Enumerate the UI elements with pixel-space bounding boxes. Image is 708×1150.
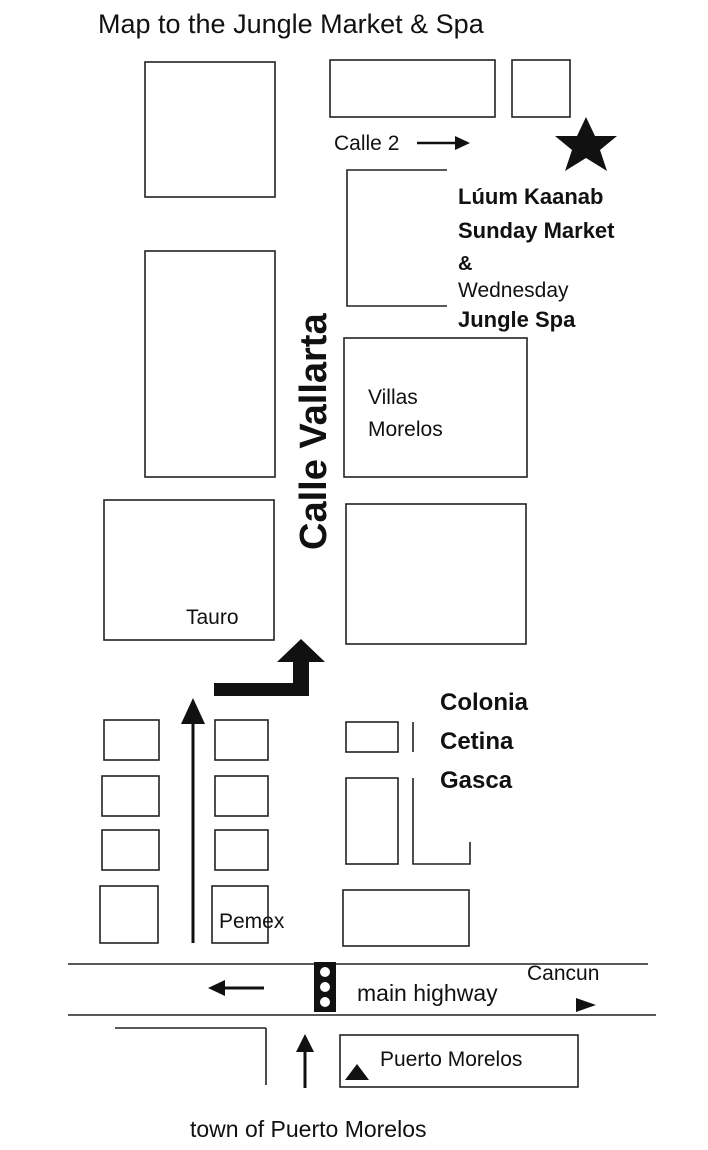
map-title: Map to the Jungle Market & Spa — [98, 9, 485, 39]
svg-text:&: & — [458, 253, 472, 275]
turn-arrow-icon — [214, 639, 325, 696]
city-block — [101, 775, 160, 817]
destination-label: Lúum Kaanab Sunday Market & Wednesday Ju… — [458, 184, 615, 332]
tauro-block — [103, 499, 275, 641]
star-icon — [555, 117, 617, 171]
city-block — [412, 778, 471, 865]
city-block — [345, 721, 399, 753]
svg-text:Sunday Market: Sunday Market — [458, 218, 615, 243]
triangle-marker-icon — [345, 1064, 369, 1080]
city-block — [342, 889, 470, 947]
arrow-up-icon — [296, 1034, 314, 1088]
villas-morelos-label: Villas — [368, 386, 418, 409]
city-block — [99, 885, 159, 944]
tauro-label: Tauro — [186, 606, 239, 629]
arrow-right-icon — [417, 136, 470, 150]
destination-block — [346, 169, 447, 307]
villas-morelos-block — [343, 337, 528, 478]
colonia-label: Colonia — [440, 689, 529, 716]
street-label-calle-2: Calle 2 — [334, 132, 399, 155]
svg-text:Wednesday: Wednesday — [458, 279, 569, 302]
city-block — [144, 61, 276, 198]
arrow-up-icon — [181, 698, 205, 943]
street-label-calle-vallarta: Calle Vallarta — [293, 313, 335, 550]
cancun-label: Cancun — [527, 962, 599, 985]
traffic-light-icon — [314, 962, 336, 1012]
city-block — [214, 719, 269, 761]
city-block — [101, 829, 160, 871]
city-block — [214, 775, 269, 817]
city-block — [144, 250, 276, 478]
svg-text:Jungle Spa: Jungle Spa — [458, 307, 576, 332]
city-block — [345, 503, 527, 645]
arrow-right-icon — [576, 998, 596, 1012]
villas-morelos-label: Morelos — [368, 418, 443, 441]
city-block — [345, 777, 399, 865]
pemex-label: Pemex — [219, 910, 285, 933]
city-block — [511, 59, 571, 118]
arrow-left-icon — [208, 980, 264, 996]
colonia-label: Cetina — [440, 728, 514, 755]
puerto-morelos-block — [339, 1034, 579, 1088]
pemex-block — [211, 885, 269, 944]
colonia-label: Gasca — [440, 767, 513, 794]
svg-text:Lúum Kaanab: Lúum Kaanab — [458, 184, 603, 209]
city-block — [214, 829, 269, 871]
puerto-morelos-label: Puerto Morelos — [380, 1048, 522, 1071]
highway-label: main highway — [357, 980, 498, 1006]
city-block — [329, 59, 496, 118]
footer-label: town of Puerto Morelos — [190, 1116, 427, 1142]
city-block — [103, 719, 160, 761]
